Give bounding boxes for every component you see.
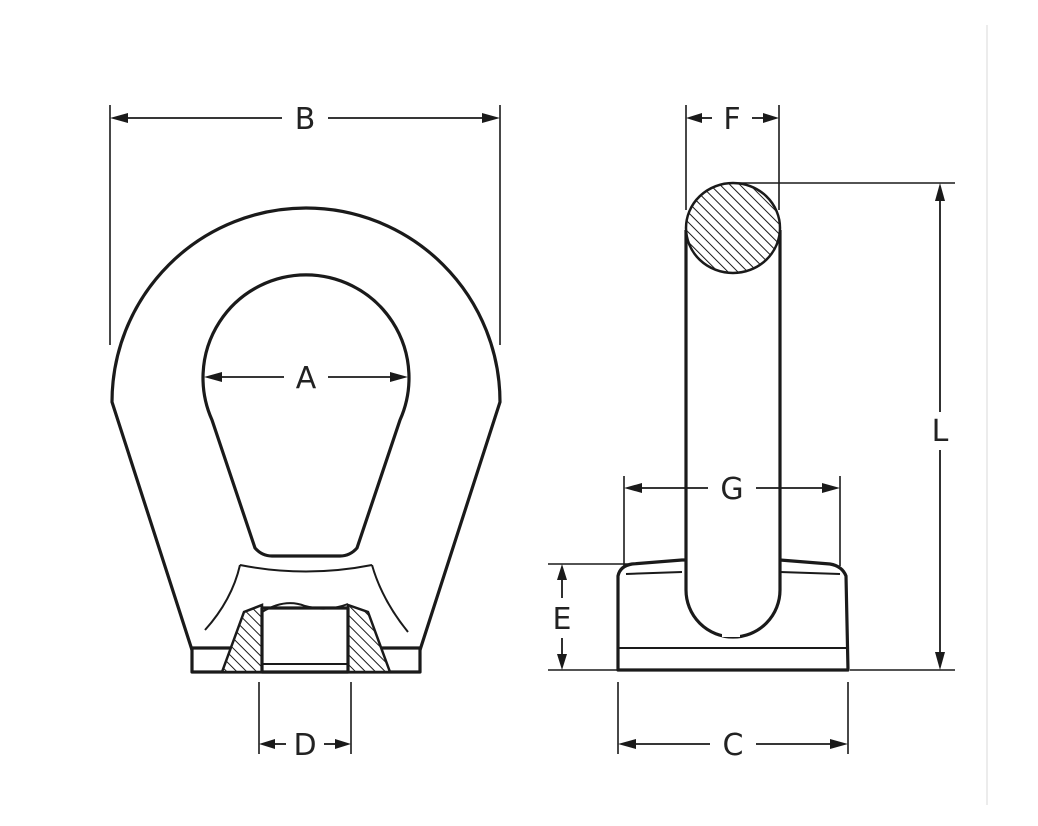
side-section-circle [684, 181, 782, 275]
front-saddle-right [371, 564, 409, 633]
dim-e-arrow-top [557, 564, 567, 580]
dim-d-label: D [293, 728, 316, 763]
dim-d-arrow-left [259, 739, 275, 749]
dim-l-label: L [932, 414, 949, 449]
dim-d-arrow-right [335, 739, 351, 749]
dim-g-arrow-right [822, 483, 840, 493]
front-view: B A D [109, 102, 502, 763]
side-base-top-edge [625, 571, 841, 575]
dim-g-arrow-left [624, 483, 642, 493]
side-shank [684, 230, 782, 639]
front-saddle-left [204, 564, 241, 631]
dim-c-arrow-left [618, 739, 636, 749]
dim-a-label: A [296, 361, 317, 396]
dim-l-arrow-top [935, 183, 945, 201]
dim-b-arrow-left [110, 113, 128, 123]
front-saddle-curve [239, 564, 373, 573]
dim-l-arrow-bottom [935, 652, 945, 670]
dim-f-arrow-right [763, 113, 779, 123]
dim-c-label: C [723, 728, 744, 763]
dim-b-arrow-right [482, 113, 500, 123]
side-view: F G C E L [548, 102, 955, 763]
dim-b-label: B [295, 102, 316, 137]
dim-f-arrow-left [686, 113, 702, 123]
dim-a-arrow-right [390, 372, 408, 382]
dim-g-label: G [720, 472, 743, 507]
dim-e-arrow-bottom [557, 654, 567, 670]
dim-f-label: F [723, 102, 740, 137]
front-thread-bore [260, 606, 350, 674]
front-eye-opening [201, 273, 411, 558]
front-section-left [220, 603, 264, 674]
dim-a-arrow-left [204, 372, 222, 382]
dim-c-arrow-right [830, 739, 848, 749]
dim-e-label: E [553, 602, 572, 637]
front-bore-top-wave [261, 602, 349, 613]
